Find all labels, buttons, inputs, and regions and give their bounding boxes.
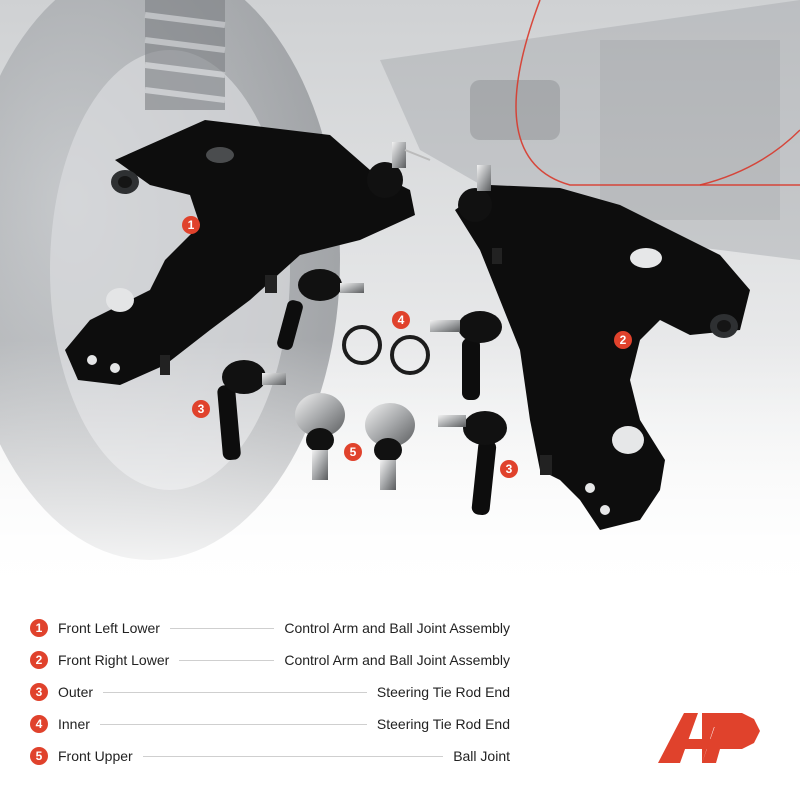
upper-ball-joint-2 (365, 403, 415, 490)
callout-2: 2 (614, 331, 632, 349)
legend-divider (142, 755, 444, 757)
tie-rod-end-outer-2 (217, 360, 286, 461)
legend-part-name: Front Upper (58, 748, 133, 764)
legend-divider (169, 627, 275, 629)
callout-3-right: 3 (500, 460, 518, 478)
legend-divider (179, 659, 275, 661)
legend-row: 1 Front Left Lower Control Arm and Ball … (30, 612, 510, 644)
legend-part-name: Front Right Lower (58, 652, 170, 668)
callout-3-left: 3 (192, 400, 210, 418)
right-control-arm (455, 165, 750, 530)
legend-part-name: Outer (58, 684, 94, 700)
legend-row: 4 Inner Steering Tie Rod End (30, 708, 510, 740)
legend-part-type: Control Arm and Ball Joint Assembly (284, 620, 510, 636)
legend-row: 3 Outer Steering Tie Rod End (30, 676, 510, 708)
tie-rod-end-outer-3 (438, 411, 507, 516)
callout-1: 1 (182, 216, 200, 234)
legend-number: 4 (30, 715, 48, 733)
brand-logo (658, 713, 760, 763)
coil-spring (144, 0, 226, 110)
tie-rod-end-inner (430, 311, 502, 400)
legend-part-name: Front Left Lower (58, 620, 160, 636)
upper-ball-joint-1 (295, 393, 345, 480)
legend-number: 3 (30, 683, 48, 701)
legend-part-type: Ball Joint (453, 748, 510, 764)
snap-ring (342, 325, 382, 365)
callout-4: 4 (392, 311, 410, 329)
legend-part-name: Inner (58, 716, 90, 732)
legend-divider (99, 723, 367, 725)
legend-part-type: Control Arm and Ball Joint Assembly (284, 652, 510, 668)
legend-divider (103, 691, 367, 693)
chassis-background (380, 0, 800, 260)
tie-rod-end-outer-1 (277, 269, 364, 350)
legend-number: 1 (30, 619, 48, 637)
legend-number: 5 (30, 747, 48, 765)
left-control-arm (65, 120, 431, 385)
parts-photo (0, 0, 800, 600)
legend-part-type: Steering Tie Rod End (376, 684, 510, 700)
parts-legend: 1 Front Left Lower Control Arm and Ball … (30, 612, 510, 772)
legend-number: 2 (30, 651, 48, 669)
legend-row: 2 Front Right Lower Control Arm and Ball… (30, 644, 510, 676)
legend-row: 5 Front Upper Ball Joint (30, 740, 510, 772)
legend-part-type: Steering Tie Rod End (376, 716, 510, 732)
callout-5: 5 (344, 443, 362, 461)
snap-ring (390, 335, 430, 375)
